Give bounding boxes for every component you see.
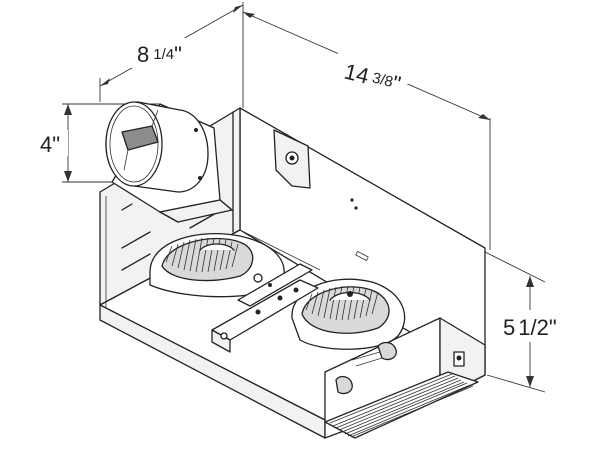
- knockout-center: [289, 155, 295, 161]
- label-mask: [500, 310, 560, 342]
- duct-inner-rim: [109, 105, 159, 183]
- right-blower: [291, 278, 406, 350]
- bracket-screw: [293, 287, 299, 293]
- collar-screw: [198, 176, 202, 180]
- mounting-bracket: [211, 263, 319, 353]
- arrowhead: [526, 376, 534, 387]
- bracket-hole: [220, 332, 228, 340]
- label-mask: [338, 50, 410, 84]
- blower-vanes: [305, 285, 379, 321]
- upper-bracket: [237, 263, 313, 307]
- slot: [121, 253, 151, 271]
- arrowhead: [100, 78, 110, 86]
- bracket-screw: [255, 309, 261, 315]
- arrowhead: [233, 5, 243, 13]
- collar-base: [159, 199, 233, 223]
- collar-screw: [194, 128, 198, 132]
- rivet: [350, 198, 354, 202]
- duct-collar: [105, 101, 233, 223]
- extension-line: [484, 251, 546, 283]
- terminal-screw: [456, 355, 462, 361]
- arrowhead: [526, 276, 534, 287]
- hardware: [335, 341, 465, 395]
- slot: [121, 231, 151, 249]
- rivet: [354, 206, 358, 210]
- motor-shaft: [347, 291, 353, 297]
- knockout-slot: [355, 250, 369, 262]
- arrowhead: [64, 171, 72, 182]
- bracket-screw: [268, 283, 272, 287]
- label-mask: [38, 130, 68, 156]
- damper-flap: [121, 125, 159, 151]
- back-wall-details: [239, 198, 369, 271]
- grille-louvers: [329, 373, 474, 438]
- arrowhead: [243, 12, 255, 18]
- motor-hub: [199, 243, 235, 251]
- arrowhead: [64, 104, 72, 115]
- blower-vanes: [165, 237, 239, 273]
- motor-plug: [377, 341, 397, 361]
- junction-box-plate: [273, 129, 311, 189]
- slot: [121, 203, 133, 211]
- left-blower: [149, 233, 285, 298]
- motor-plug: [335, 375, 353, 395]
- bracket-screw: [277, 295, 283, 301]
- grille: [324, 371, 479, 439]
- label-mask: [132, 38, 190, 68]
- dimension-duct: 4": [38, 103, 160, 183]
- shelf-edge: [239, 229, 321, 271]
- mount-hole: [253, 273, 263, 283]
- arrowhead: [478, 114, 490, 120]
- duct-label: 4": [40, 132, 60, 157]
- extension-line: [486, 374, 546, 393]
